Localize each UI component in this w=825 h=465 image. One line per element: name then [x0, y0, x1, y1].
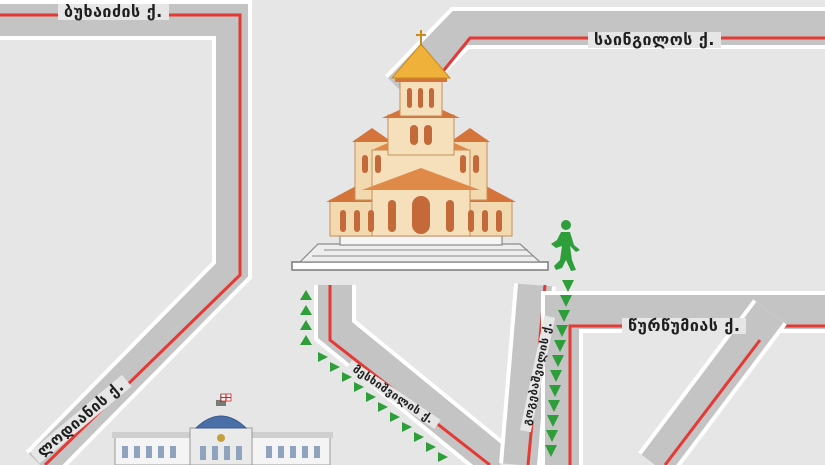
walking-route: [300, 280, 574, 462]
street-label-sainguilo: საინგილოს ქ.: [588, 32, 721, 48]
cathedral-icon: [291, 30, 549, 271]
road-bukhaidze: [0, 0, 252, 465]
palace-icon: [112, 393, 333, 465]
walking-person-icon: [551, 220, 580, 271]
street-label-tsurtsumia: წურწუმიას ქ.: [622, 318, 747, 334]
street-label-bukhaidze: ბუხაიძის ქ.: [58, 4, 169, 20]
